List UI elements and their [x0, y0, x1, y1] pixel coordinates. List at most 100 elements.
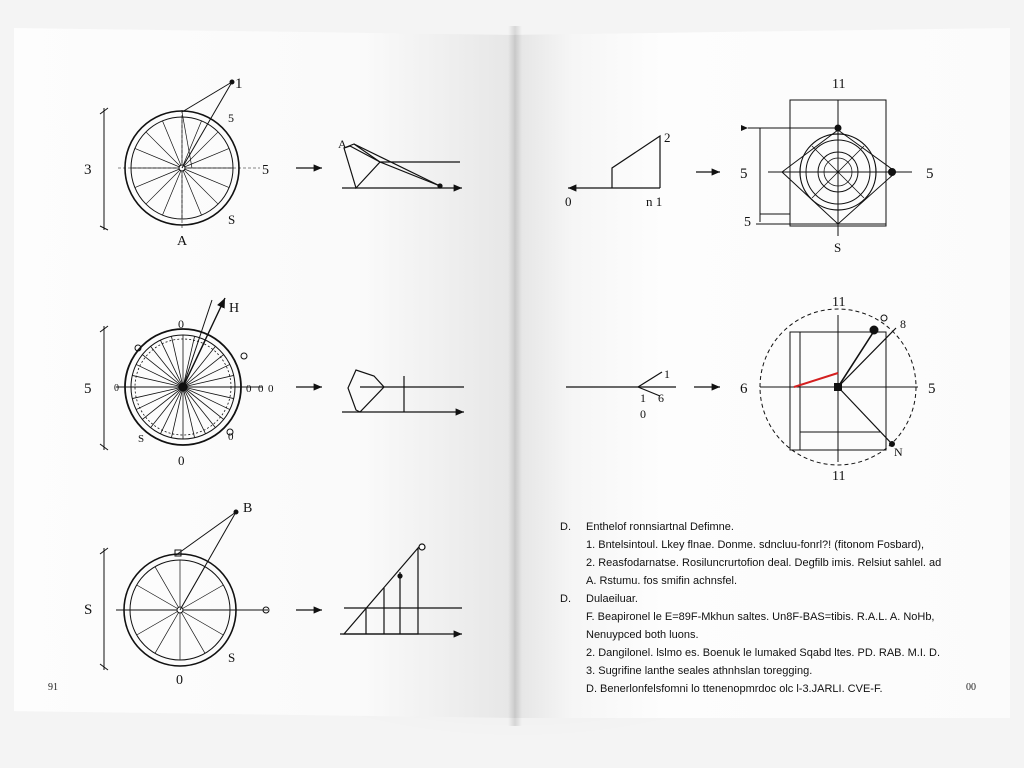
label: S — [834, 240, 841, 255]
wheel-spoke — [182, 346, 216, 388]
label: N — [894, 445, 903, 459]
wheel-spoke — [179, 609, 206, 654]
section-number: D. — [560, 593, 571, 605]
label: 11 — [832, 469, 845, 484]
label: 0 — [114, 383, 119, 394]
wheel-spoke — [162, 167, 183, 216]
section-title: Enthelof ronnsiartnal Defimne. — [586, 521, 734, 533]
label: 3 — [84, 162, 92, 178]
list-item: Nenuypced both luons. — [586, 629, 699, 641]
label: 5 — [84, 381, 92, 397]
wheel-spoke — [160, 339, 184, 388]
label: 1 — [235, 76, 243, 92]
section-number: D. — [560, 521, 571, 533]
right-fig2-target — [759, 308, 918, 466]
left-fig1-wheel — [99, 79, 260, 231]
wheel-spoke — [162, 120, 183, 169]
wheel-spoke — [182, 375, 234, 388]
list-item: 3. Sugrifine lanthe seales athnhslan tor… — [586, 665, 813, 677]
label: A — [177, 234, 188, 249]
label: S — [228, 212, 235, 227]
section-heading: D. Dulaeiluar. — [560, 590, 980, 608]
left-fig3-projection — [340, 543, 462, 638]
wheel-spoke — [182, 386, 234, 399]
list-item: F. Beapironel le E=89F-Mkhun saltes. Un8… — [586, 611, 935, 623]
wheel-spoke — [135, 386, 184, 410]
wheel-spoke — [181, 167, 202, 216]
right-fig2-angle — [566, 371, 676, 397]
right-page — [514, 28, 1010, 718]
wheel-spoke — [132, 375, 184, 388]
wheel-spoke — [181, 131, 219, 169]
wheel-spoke — [182, 386, 206, 435]
label: S — [138, 433, 144, 445]
label: 5 — [262, 163, 269, 178]
label: 0 — [640, 407, 646, 421]
wheel-spoke — [150, 346, 184, 388]
label: B — [243, 501, 252, 516]
list-item: 2. Dangilonel. lslmo es. Boenuk le lumak… — [586, 647, 940, 659]
wheel-spoke — [136, 609, 181, 636]
label: 6 — [658, 391, 664, 405]
wheel-spoke — [136, 584, 181, 611]
wheel-spoke — [181, 148, 230, 169]
list-item: 1. Bntelsintoul. Lkey flnae. Donme. sdnc… — [586, 539, 925, 551]
label: 1 — [664, 367, 670, 381]
label: 0 — [246, 383, 252, 395]
right-fig1-triangle — [568, 134, 661, 192]
wheel-spoke — [142, 354, 184, 388]
left-fig3-wheel — [99, 509, 270, 671]
label: 2 — [664, 130, 671, 145]
label: 0 — [176, 673, 183, 688]
section-title: Dulaeiluar. — [586, 593, 638, 605]
label: 1 — [640, 391, 646, 405]
label: n 1 — [646, 194, 662, 209]
left-page-number: 91 — [48, 682, 58, 693]
wheel-spoke — [182, 386, 195, 438]
label: 0 — [565, 194, 572, 209]
wheel-spoke — [182, 364, 231, 388]
label: 6 — [740, 381, 748, 397]
wheel-spoke — [134, 167, 183, 188]
wheel-spoke — [182, 386, 224, 420]
wheel-spoke — [145, 131, 183, 169]
label: 0 — [178, 453, 185, 468]
book-spine — [508, 26, 522, 726]
left-fig2-wheel — [99, 297, 262, 451]
right-page-number: 00 — [966, 682, 976, 693]
section-heading: D. Enthelof ronnsiartnal Defimne. — [560, 518, 980, 536]
legend-text: D. Enthelof ronnsiartnal Defimne. 1. Bnt… — [560, 518, 980, 698]
wheel-spoke — [150, 386, 184, 428]
red-vector — [793, 372, 839, 388]
wheel-spoke — [154, 566, 181, 611]
wheel-spoke — [142, 386, 184, 420]
right-fig1-target — [741, 99, 912, 236]
left-fig2-projection — [342, 369, 464, 416]
left-page — [14, 28, 514, 718]
label: 0 — [268, 383, 274, 395]
wheel-spoke — [181, 167, 230, 188]
label: 5 — [228, 111, 234, 125]
label: S — [84, 602, 92, 618]
label: 11 — [832, 295, 845, 310]
wheel-spoke — [134, 148, 183, 169]
label: 0 — [228, 431, 234, 443]
list-item: 2. Reasfodarnatse. Rosiluncrurtofion dea… — [586, 557, 942, 569]
list-item: D. Benerlonfelsfomni lo ttenenopmrdoc ol… — [586, 683, 883, 695]
label: 5 — [744, 215, 751, 230]
label: 5 — [928, 381, 936, 397]
wheel-spoke — [135, 364, 184, 388]
wheel-spoke — [182, 336, 195, 388]
label: 8 — [900, 317, 906, 331]
wheel-spoke — [182, 386, 216, 428]
wheel-spoke — [179, 609, 224, 636]
label: 5 — [740, 166, 748, 182]
wheel-spoke — [181, 120, 202, 169]
label: 5 — [926, 166, 934, 182]
wheel-spoke — [171, 336, 184, 388]
wheel-spoke — [154, 609, 181, 654]
left-fig1-projection — [342, 143, 462, 192]
wheel-spoke — [132, 386, 184, 399]
